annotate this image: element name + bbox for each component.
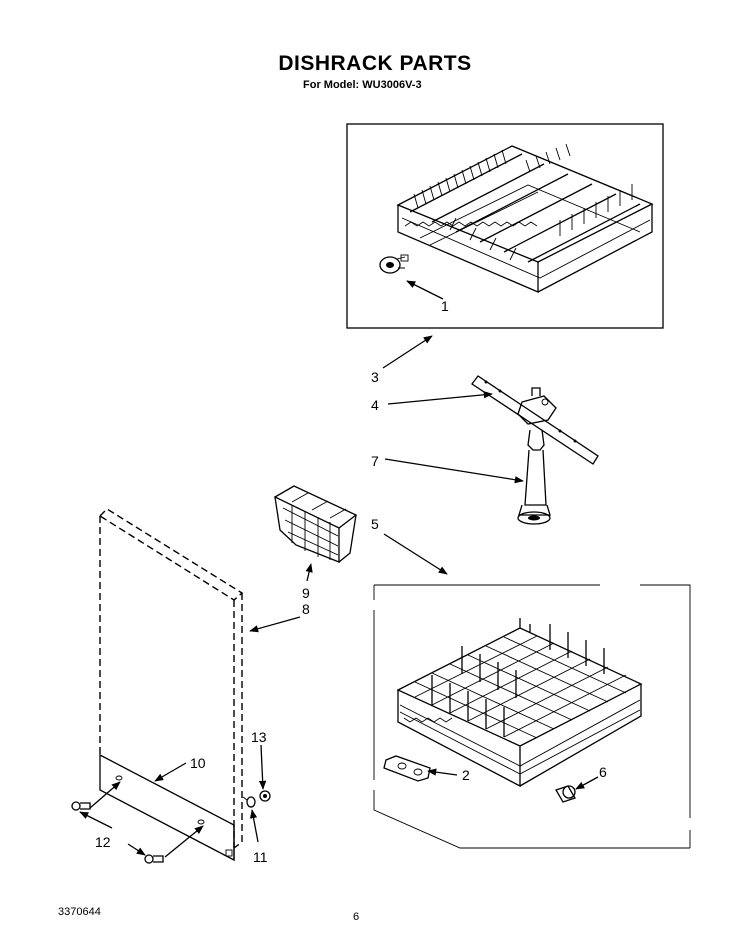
kick-plate-part-10 — [99, 753, 235, 862]
callout-11: 11 — [253, 849, 268, 865]
spray-tube-part-7 — [517, 429, 551, 525]
page-title: DISHRACK PARTS — [278, 52, 472, 75]
document-number: 3370644 — [58, 906, 101, 918]
callout-5: 5 — [371, 516, 379, 532]
callout-13: 13 — [251, 729, 267, 745]
spray-arm-part-4 — [471, 375, 599, 465]
page-number: 6 — [353, 911, 360, 923]
door-panel-part-8 — [98, 508, 244, 849]
callout-6: 6 — [599, 764, 607, 780]
model-subtitle: For Model: WU3006V-3 — [303, 79, 422, 91]
callout-12: 12 — [95, 834, 111, 850]
callout-9: 9 — [302, 585, 310, 601]
callout-4: 4 — [371, 397, 379, 413]
lower-rack-frame — [373, 584, 691, 849]
rack-roller-part-1 — [379, 254, 409, 274]
callout-7: 7 — [371, 453, 379, 469]
clip-part-11 — [242, 796, 256, 808]
upper-rack-frame — [346, 123, 664, 329]
nut-part-13 — [259, 790, 271, 802]
callout-1: 1 — [441, 298, 449, 314]
callout-10: 10 — [190, 755, 206, 771]
callout-2: 2 — [462, 767, 470, 783]
upper-dishrack — [396, 143, 654, 293]
rack-guide-part-2 — [383, 755, 431, 782]
callout-3: 3 — [371, 369, 379, 385]
silverware-basket-part-9 — [273, 485, 358, 563]
lower-dishrack — [396, 618, 643, 788]
roller-part-6 — [555, 785, 576, 803]
screw-part-12-a — [71, 801, 91, 811]
screw-part-12-b — [144, 854, 164, 864]
callout-8: 8 — [302, 601, 310, 617]
